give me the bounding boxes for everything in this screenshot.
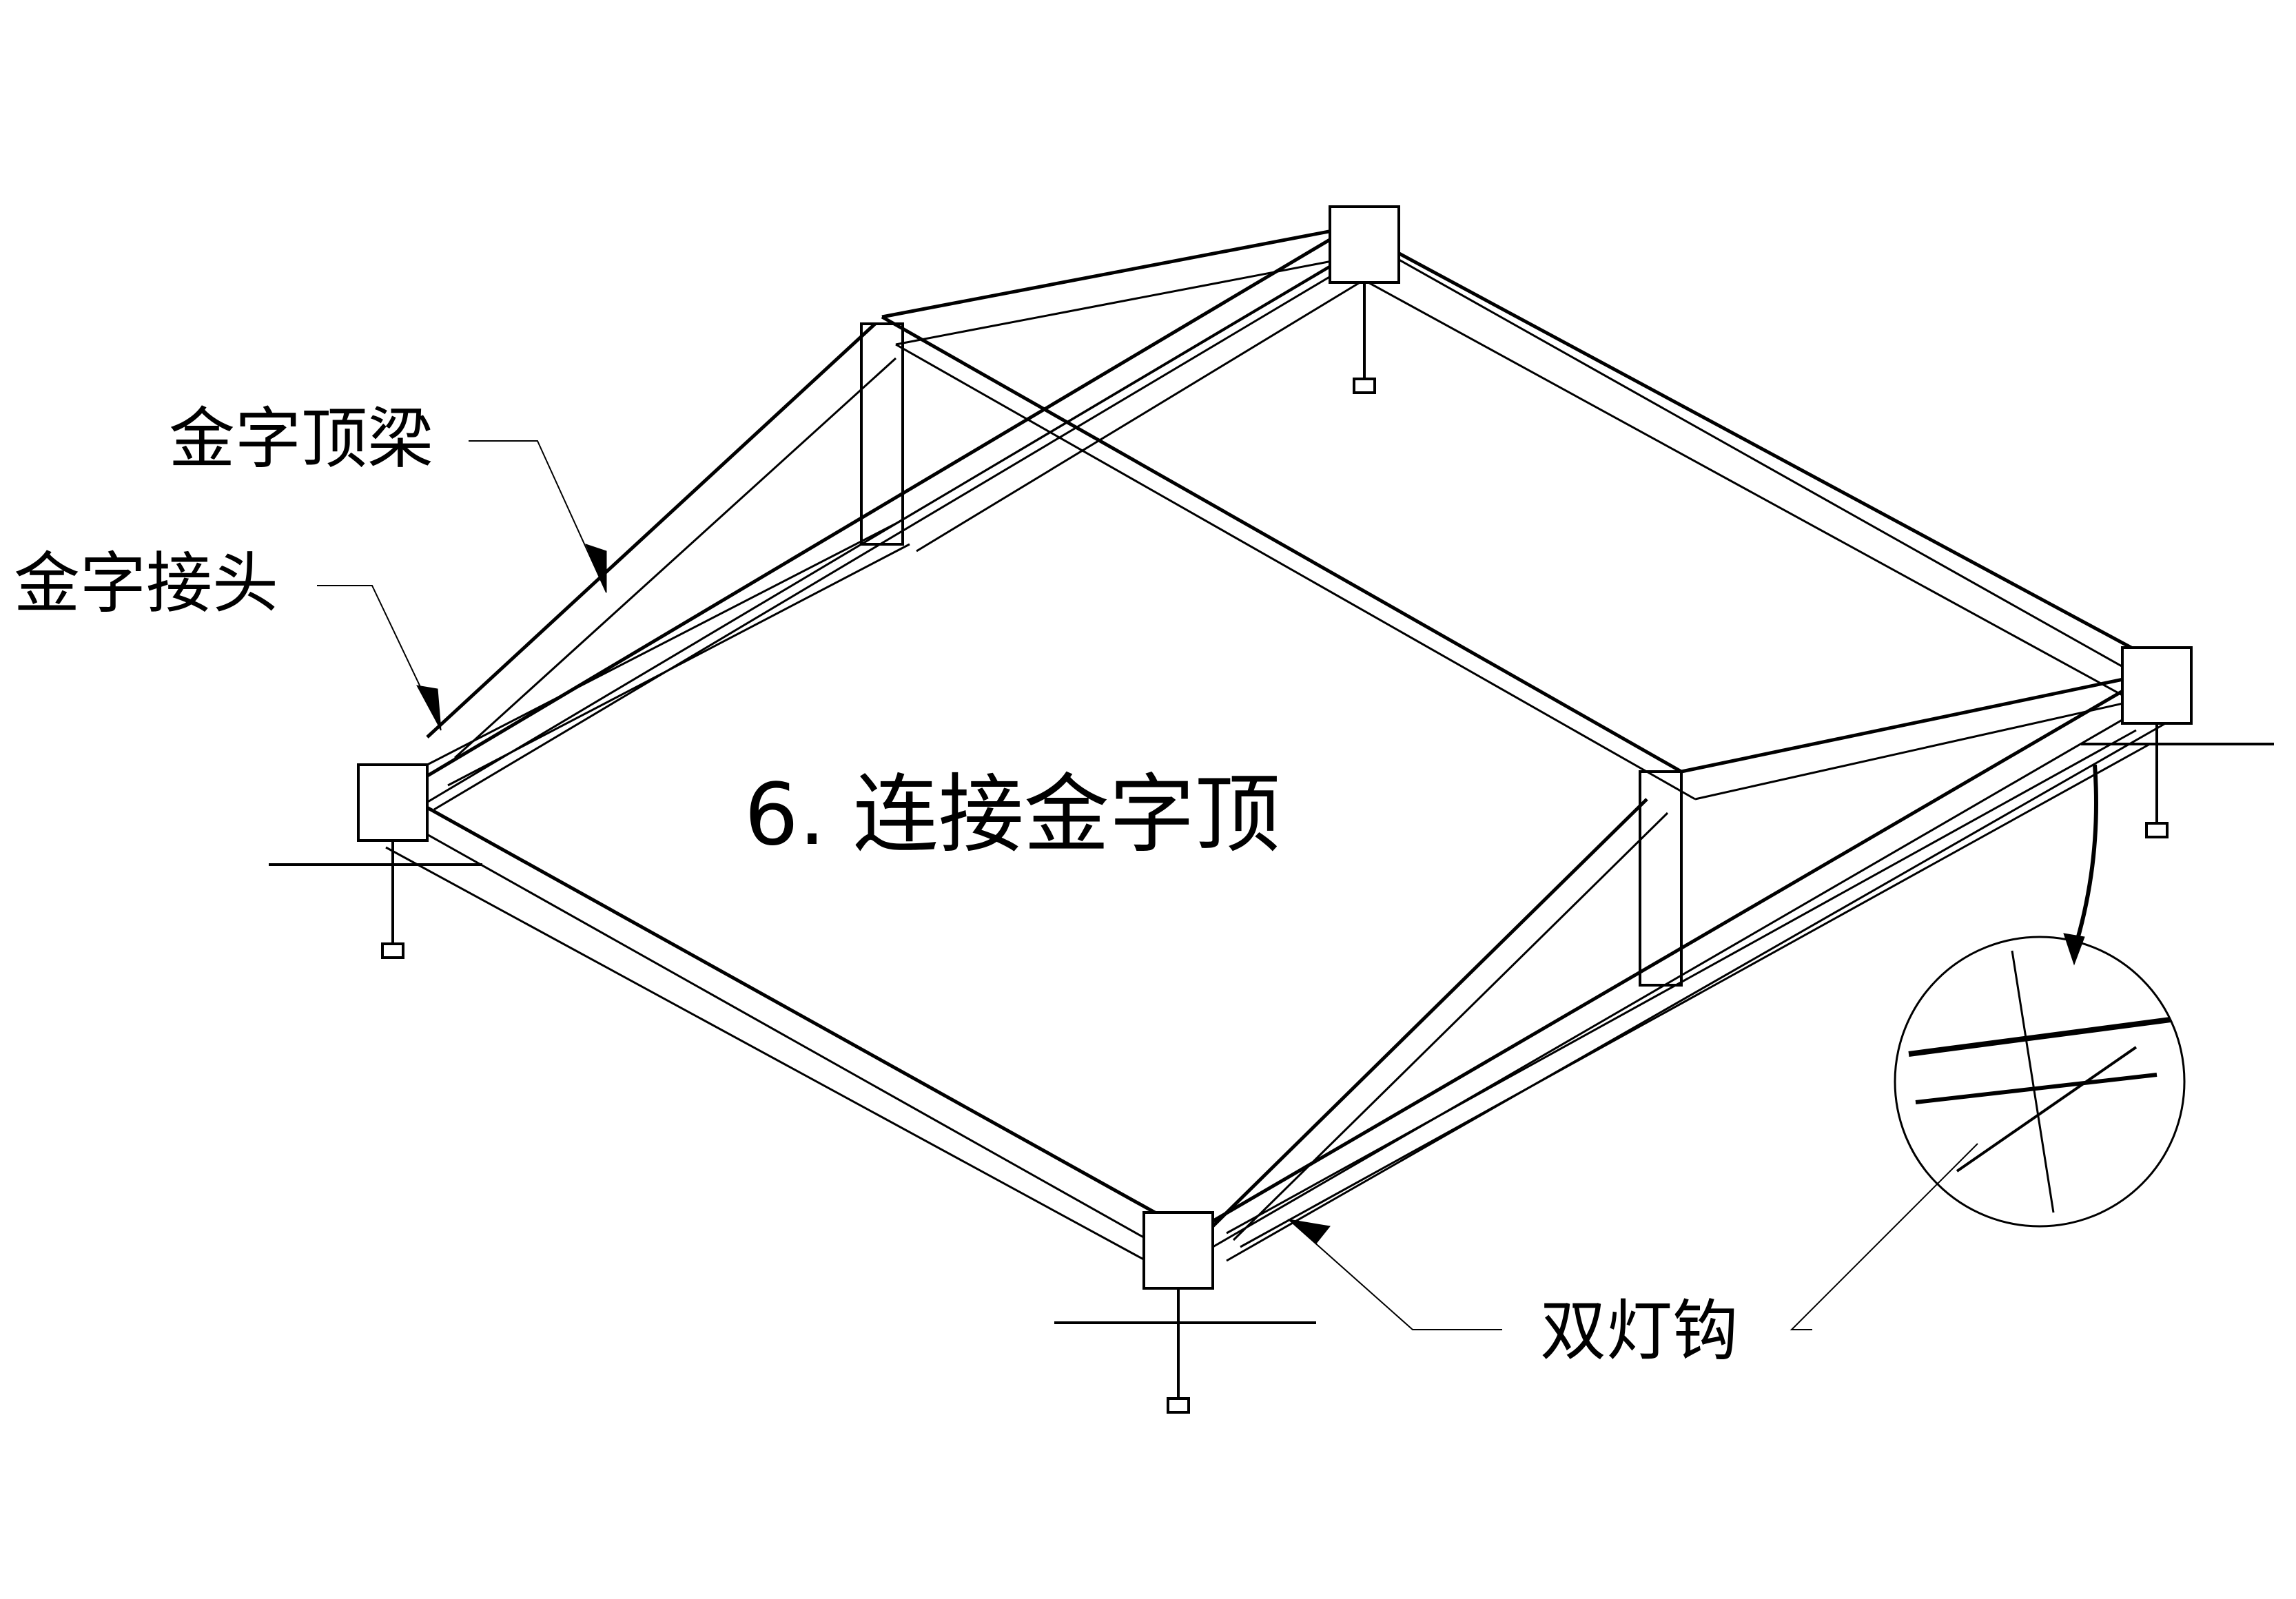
- vertical-post-left: [860, 322, 904, 546]
- vertical-post-right: [1639, 770, 1683, 987]
- rafter-left-bottom: [427, 522, 910, 787]
- step-title: 6. 连接金字顶: [744, 765, 1280, 865]
- corner-right: [2081, 646, 2274, 838]
- corner-top: [1329, 205, 1400, 394]
- label-double-hook: 双灯钩: [1540, 1292, 1739, 1370]
- rafter-top-left: [881, 225, 1365, 346]
- label-pyramid-beam: 金字顶梁: [169, 400, 433, 477]
- rafter-right-top: [1681, 673, 2157, 801]
- corner-left: [269, 763, 482, 959]
- corner-bottom: [1054, 1211, 1316, 1414]
- ground-frame: [385, 225, 2178, 1276]
- leader-double-hook: [1287, 1219, 1502, 1330]
- leader-pyramid-joint: [317, 585, 442, 731]
- rafter-right-bottom: [1688, 729, 2151, 993]
- rafter-top-right: [895, 254, 1372, 553]
- rafter-bottom-right: [1226, 977, 1703, 1248]
- leader-pyramid-beam: [469, 440, 607, 593]
- truss-top-to-right: [1336, 225, 2158, 704]
- rafter-left-top: [426, 322, 897, 759]
- truss-bottom-to-right: [1191, 673, 2178, 1262]
- leader-magnifier: [1790, 764, 2098, 1330]
- label-pyramid-joint: 金字接头: [14, 545, 278, 622]
- pyramid-roof: [426, 225, 2157, 1248]
- truss-left-to-bottom: [385, 790, 1193, 1276]
- ridge-beam: [881, 315, 1696, 801]
- detail-magnifier: [1894, 936, 2186, 1228]
- rafter-bottom-left: [1211, 798, 1669, 1241]
